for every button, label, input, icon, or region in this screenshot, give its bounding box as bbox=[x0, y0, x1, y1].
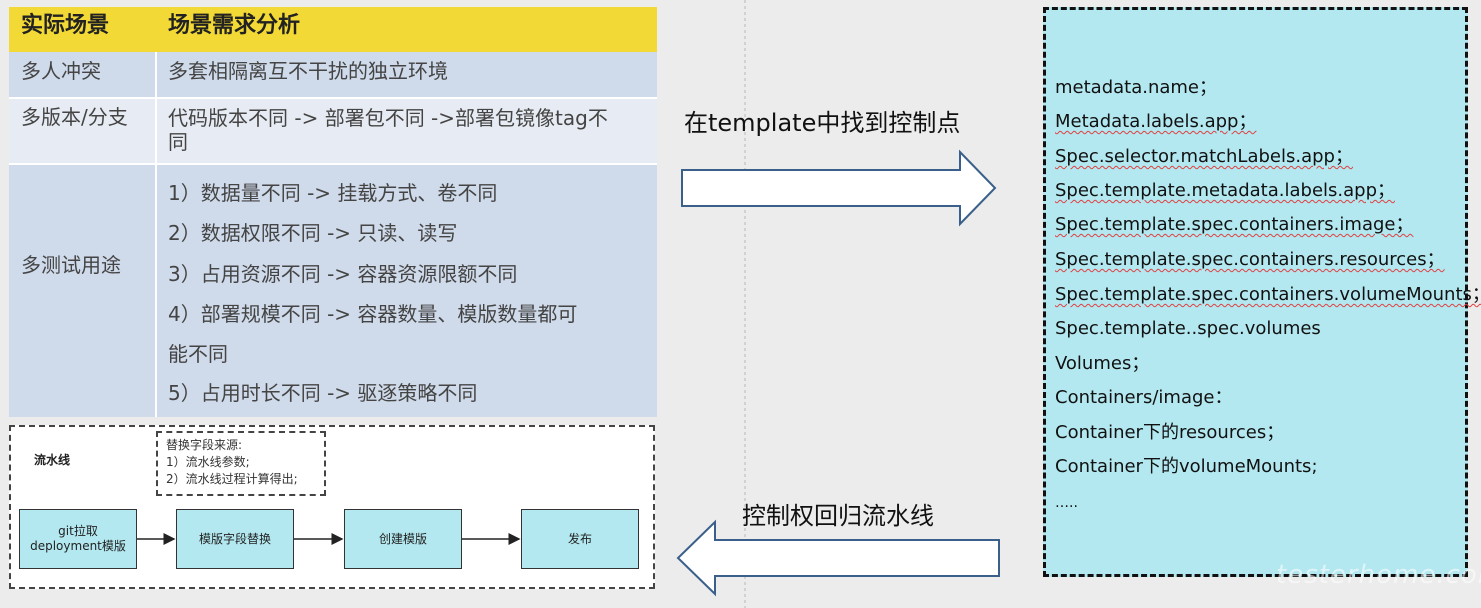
template-fields-panel bbox=[1043, 7, 1468, 577]
list-item: 3）占用资源不同 -> 容器资源限额不同 bbox=[168, 262, 518, 286]
list-item: 能不同 bbox=[168, 342, 228, 366]
pipeline-step-replace-fields: 模版字段替换 bbox=[176, 509, 294, 569]
field-item: Spec.template..spec.volumes bbox=[1055, 318, 1321, 339]
field-item: Spec.template.metadata.labels.app； bbox=[1055, 180, 1395, 201]
right-arrow-label: 在template中找到控制点 bbox=[684, 109, 961, 137]
table-header-analysis: 场景需求分析 bbox=[156, 7, 657, 52]
right-arrow bbox=[681, 149, 997, 227]
field-item: Spec.template.spec.containers.resources； bbox=[1055, 249, 1445, 270]
pipeline-step-git-pull: git拉取 deployment模版 bbox=[19, 509, 137, 569]
table-row-1-scenario: 多人冲突 bbox=[9, 52, 156, 98]
table-row-3-analysis bbox=[156, 164, 657, 417]
table-divider bbox=[155, 52, 157, 417]
table-row-2-analysis: 代码版本不同 -> 部署包不同 ->部署包镜像tag不 同 bbox=[156, 98, 657, 164]
pipeline-step-publish: 发布 bbox=[521, 509, 639, 569]
left-arrow bbox=[676, 519, 1000, 597]
table-row-2-analysis-line1: 代码版本不同 -> 部署包不同 ->部署包镜像tag不 bbox=[168, 106, 608, 130]
list-item: 1）数据量不同 -> 挂载方式、卷不同 bbox=[168, 181, 498, 205]
pipeline-title: 流水线 bbox=[34, 453, 71, 467]
field-item: Spec.selector.matchLabels.app； bbox=[1055, 146, 1353, 167]
table-divider bbox=[9, 163, 657, 165]
field-item: Container下的resources； bbox=[1055, 422, 1285, 443]
watermark: testerhome.com bbox=[1276, 560, 1481, 590]
field-item: Metadata.labels.app； bbox=[1055, 111, 1257, 132]
list-item: 4）部署规模不同 -> 容器数量、模版数量都可 bbox=[168, 302, 578, 326]
replacement-source-note: 替换字段来源: 1）流水线参数; 2）流水线过程计算得出; bbox=[156, 431, 326, 496]
table-row-2-scenario: 多版本/分支 bbox=[9, 98, 156, 164]
field-item: ….. bbox=[1055, 495, 1078, 511]
table-header-scenario: 实际场景 bbox=[9, 7, 156, 52]
field-item: Spec.template.spec.containers.volumeMoun… bbox=[1055, 284, 1481, 305]
pipeline-step-create-template: 创建模版 bbox=[344, 509, 462, 569]
note-line: 1）流水线参数; bbox=[166, 455, 250, 469]
table-divider bbox=[9, 97, 657, 99]
field-item: Volumes； bbox=[1055, 353, 1150, 374]
note-line: 2）流水线过程计算得出; bbox=[166, 472, 298, 486]
field-item: Container下的volumeMounts; bbox=[1055, 456, 1318, 477]
list-item: 2）数据权限不同 -> 只读、读写 bbox=[168, 221, 458, 245]
field-item: Spec.template.spec.containers.image； bbox=[1055, 214, 1414, 235]
table-row-2-analysis-line2: 同 bbox=[168, 130, 188, 154]
table-row-3-scenario: 多测试用途 bbox=[9, 164, 156, 417]
table-row-1-analysis: 多套相隔离互不干扰的独立环境 bbox=[156, 52, 657, 98]
list-item: 5）占用时长不同 -> 驱逐策略不同 bbox=[168, 381, 478, 405]
field-item: Containers/image： bbox=[1055, 387, 1233, 408]
left-arrow-label: 控制权回归流水线 bbox=[742, 502, 934, 530]
note-line: 替换字段来源: bbox=[166, 438, 243, 452]
field-item: metadata.name； bbox=[1055, 77, 1218, 98]
